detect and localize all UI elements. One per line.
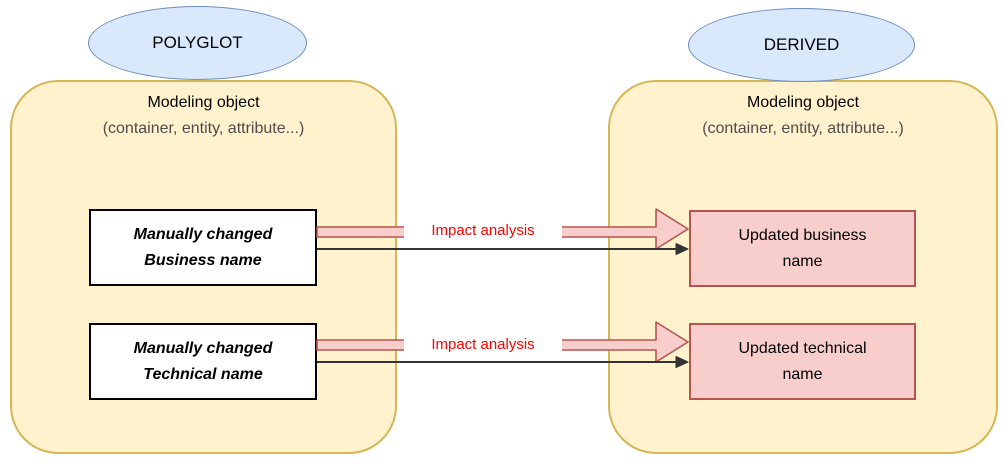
container-subtitle: (container, entity, attribute...) bbox=[102, 120, 305, 137]
derived-container-heading: Modeling object (container, entity, attr… bbox=[608, 90, 998, 142]
box-text-line: Technical name bbox=[143, 365, 263, 383]
box-text-line: Manually changed bbox=[133, 339, 273, 357]
box-text-line: Business name bbox=[144, 251, 262, 269]
polyglot-tag-label: POLYGLOT bbox=[152, 33, 243, 52]
container-subtitle: (container, entity, attribute...) bbox=[702, 120, 904, 137]
impact-analysis-label-1: Impact analysis bbox=[404, 221, 562, 241]
updated-business-name-box: Updated business name bbox=[689, 210, 916, 287]
manually-changed-business-name-box: Manually changed Business name bbox=[89, 209, 317, 286]
box-text-line: name bbox=[782, 365, 823, 383]
polyglot-ellipse: POLYGLOT bbox=[88, 6, 307, 80]
derived-tag-label: DERIVED bbox=[763, 35, 840, 54]
updated-technical-name-box: Updated technical name bbox=[689, 323, 916, 400]
manually-changed-technical-name-box: Manually changed Technical name bbox=[89, 323, 317, 400]
impact-analysis-label-2: Impact analysis bbox=[404, 335, 562, 355]
box-text-line: Manually changed bbox=[133, 225, 273, 243]
derived-ellipse: DERIVED bbox=[688, 8, 915, 82]
polyglot-container-heading: Modeling object (container, entity, attr… bbox=[10, 90, 397, 142]
container-title: Modeling object bbox=[746, 94, 860, 111]
container-title: Modeling object bbox=[147, 94, 260, 111]
box-text-line: name bbox=[782, 252, 823, 270]
box-text-line: Updated business bbox=[738, 226, 867, 244]
box-text-line: Updated technical bbox=[738, 339, 867, 357]
